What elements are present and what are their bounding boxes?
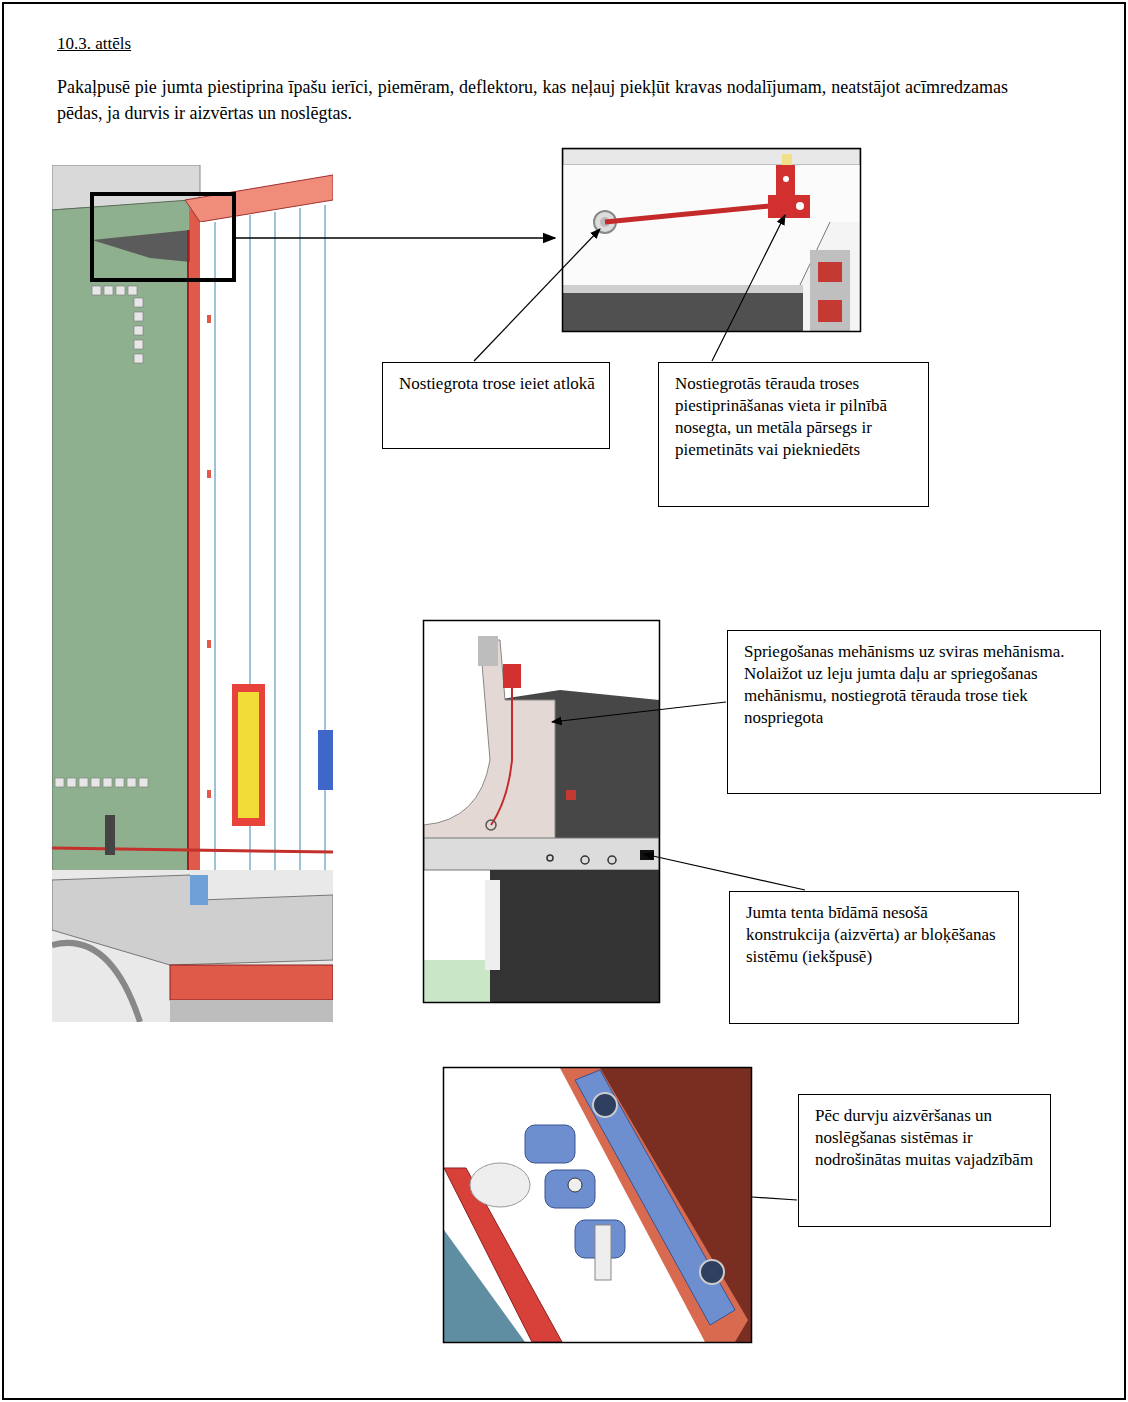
leader-line [552,702,726,722]
callout-text: Nostiegrotās tērauda troses piestiprināš… [675,373,914,461]
inset-frame [424,621,660,1003]
lever-inset [424,621,659,1002]
callout-box: Jumta tenta bīdāmā nesošā konstrukcija (… [729,891,1019,1024]
callout-text: Spriegošanas mehānisms uz sviras mehānis… [744,641,1086,729]
inset-frame [563,149,861,332]
page-border [3,3,1125,1399]
zoom-frame [92,194,234,280]
roof-inset [563,149,860,331]
leader-line [752,1197,797,1200]
description-paragraph: Pakaļpusē pie jumta piestiprina īpašu ie… [57,74,1008,126]
callout-box: Nostiegrota trose ieiet atlokā [382,362,610,449]
inset-frame [444,1068,752,1343]
callout-box: Spriegošanas mehānisms uz sviras mehānis… [727,630,1101,794]
leader-line [474,229,600,361]
callout-text: Nostiegrota trose ieiet atlokā [399,373,595,395]
hinge-inset [444,1068,751,1342]
leader-line [712,215,785,361]
callout-box: Pēc durvju aizvēršanas un noslēgšanas si… [798,1094,1051,1227]
leader-line [644,854,805,890]
callout-text: Pēc durvju aizvēršanas un noslēgšanas si… [815,1105,1036,1171]
callout-text: Jumta tenta bīdāmā nesošā konstrukcija (… [746,902,1004,968]
figure-title: 10.3. attēls [57,34,131,54]
callout-box: Nostiegrotās tērauda troses piestiprināš… [658,362,929,507]
zoom-arrow [234,237,555,239]
trailer-corner [52,165,333,1022]
